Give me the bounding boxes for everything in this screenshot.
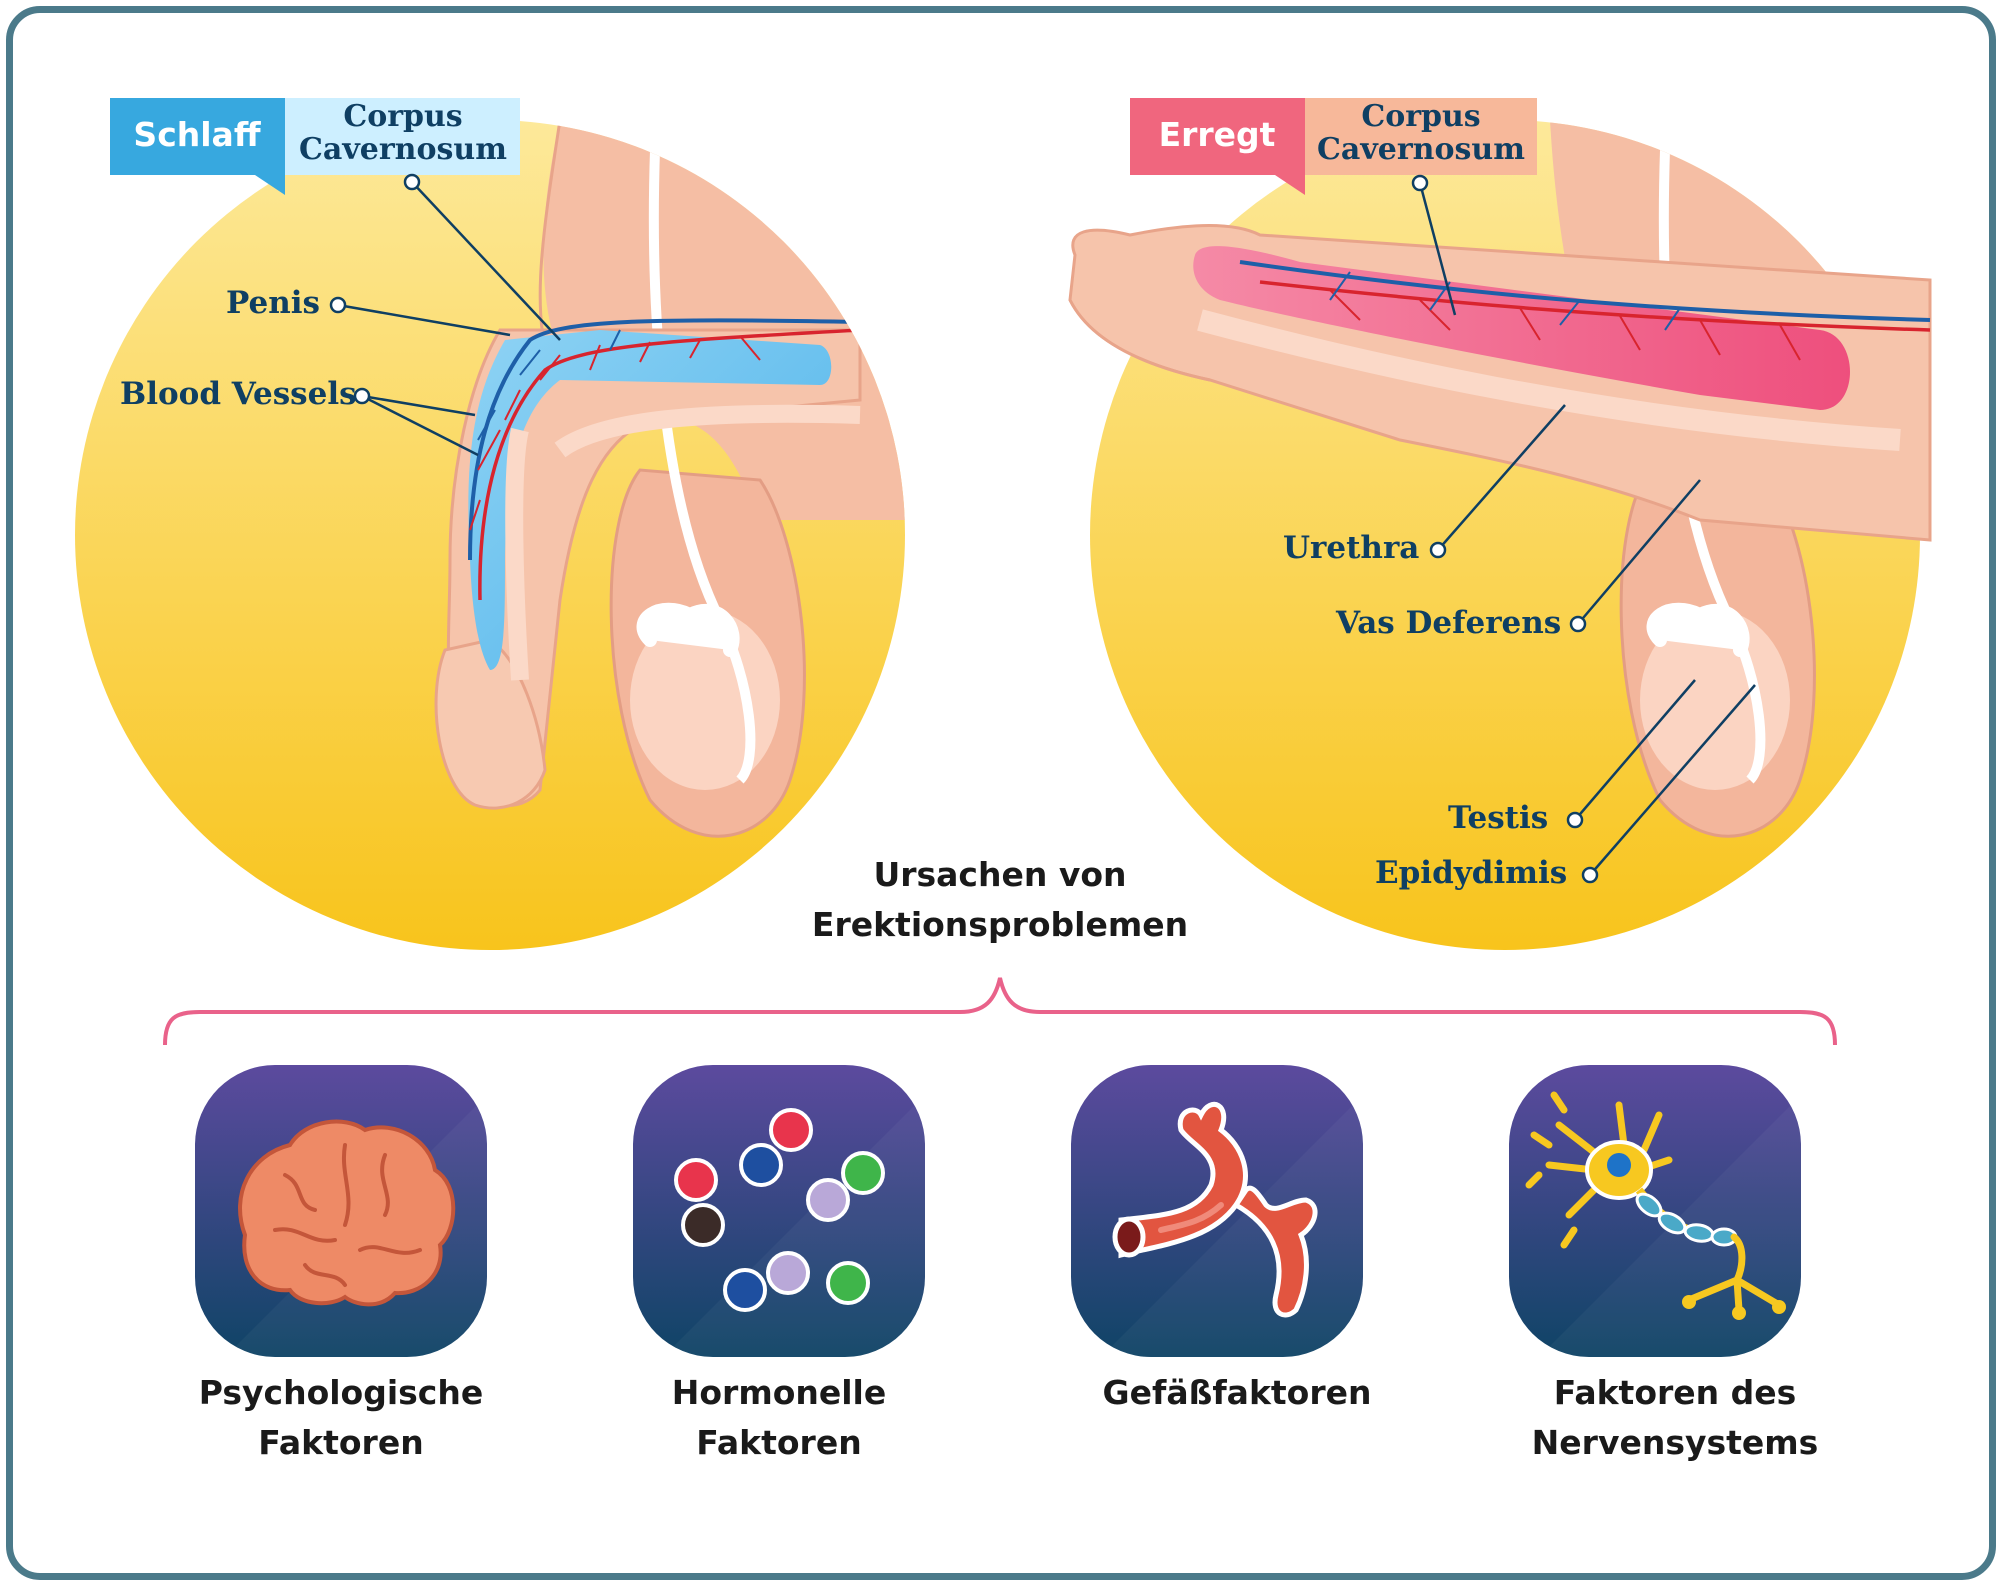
nervous-system-factors-tile bbox=[1509, 1065, 1801, 1357]
text-line: Corpus bbox=[1361, 99, 1481, 134]
molecules-icon bbox=[674, 1108, 885, 1312]
leader-dots bbox=[329, 173, 1599, 884]
text-line: Hormonelle bbox=[671, 1373, 887, 1412]
flaccid-state-tag: Schlaff bbox=[133, 115, 261, 154]
neuron-icon bbox=[1525, 1091, 1786, 1320]
text-line: Ursachen von bbox=[873, 855, 1127, 894]
blood-vessel-icon bbox=[1112, 1101, 1318, 1318]
blood-vessels-label: Blood Vessels bbox=[120, 376, 357, 412]
text-line: Erektionsproblemen bbox=[811, 905, 1189, 944]
hormonal-factors-tile bbox=[633, 1065, 925, 1357]
flaccid-anatomy bbox=[434, 120, 905, 838]
psychological-factors-tile bbox=[195, 1065, 487, 1357]
text-line: Psychologische bbox=[198, 1373, 484, 1412]
text-line: Faktoren des bbox=[1553, 1373, 1797, 1412]
text-line: Cavernosum bbox=[299, 132, 507, 167]
text-line: Nervensystems bbox=[1531, 1423, 1819, 1462]
epididymis-label: Epidydimis bbox=[1375, 855, 1568, 891]
text-line: Corpus bbox=[343, 99, 463, 134]
text-line: Gefäßfaktoren bbox=[1102, 1373, 1372, 1412]
testis-label: Testis bbox=[1448, 800, 1549, 836]
penis-label: Penis bbox=[226, 285, 320, 321]
leader-lines bbox=[337, 181, 1756, 876]
text-line: Cavernosum bbox=[1317, 132, 1525, 167]
urethra-label: Urethra bbox=[1283, 530, 1420, 566]
erect-header-tag bbox=[1130, 98, 1537, 195]
vascular-factors-label: Gefäßfaktoren bbox=[1057, 1368, 1417, 1418]
erect-state-tag: Erregt bbox=[1158, 115, 1276, 154]
brain-icon bbox=[238, 1119, 456, 1307]
vas-deferens-label: Vas Deferens bbox=[1336, 605, 1562, 641]
flaccid-header-tag bbox=[110, 98, 520, 195]
vascular-factors-tile bbox=[1071, 1065, 1363, 1357]
causes-brace bbox=[163, 977, 1837, 1046]
text-line: Faktoren bbox=[696, 1423, 862, 1462]
text-line: Faktoren bbox=[258, 1423, 424, 1462]
